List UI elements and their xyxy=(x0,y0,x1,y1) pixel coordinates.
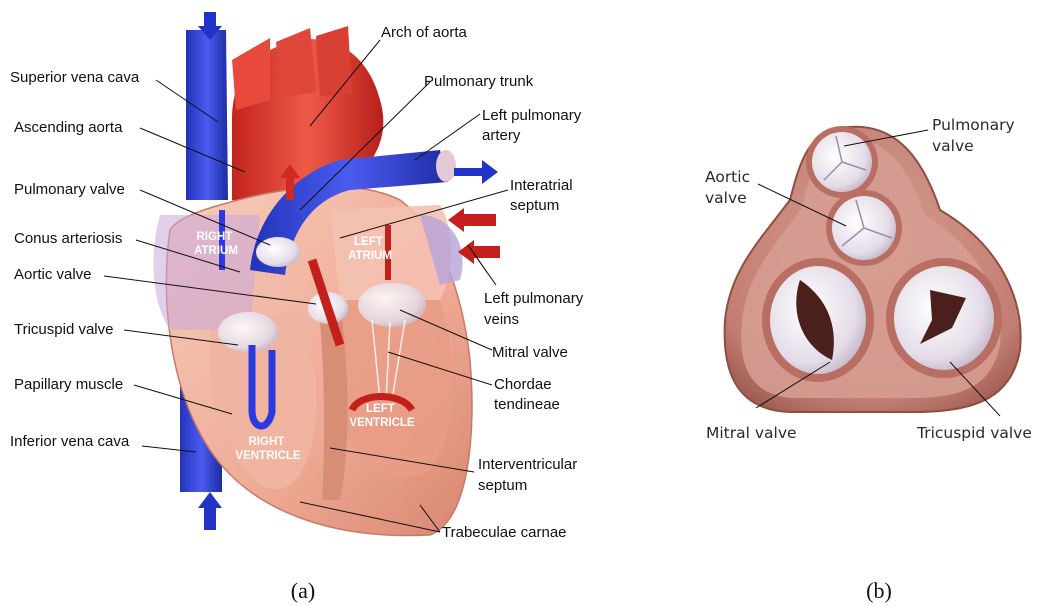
label-b-aortic-valve: Aortic valve xyxy=(705,168,755,207)
valve-plane-illustration xyxy=(725,126,1021,412)
label-interatrial-septum: Interatrial septum xyxy=(510,177,577,214)
label-arch-of-aorta: Arch of aorta xyxy=(381,24,468,41)
label-superior-vena-cava: Superior vena cava xyxy=(10,69,140,86)
arrow-red-vein-1 xyxy=(448,208,496,232)
label-b-mitral-valve: Mitral valve xyxy=(706,424,797,442)
label-ascending-aorta: Ascending aorta xyxy=(14,119,123,136)
mitral-valve-shape xyxy=(358,283,426,327)
label-pulmonary-trunk: Pulmonary trunk xyxy=(424,73,534,90)
label-pulmonary-valve: Pulmonary valve xyxy=(14,181,125,198)
tricuspid-valve-shape xyxy=(218,312,278,352)
label-left-pulmonary-veins: Left pulmonary veins xyxy=(484,290,587,328)
aortic-branch-3 xyxy=(316,26,352,96)
label-conus-arteriosis: Conus arteriosis xyxy=(14,230,122,247)
label-interventricular-septum: Interventricular septum xyxy=(478,456,581,494)
label-chordae-tendineae: Chordae tendineae xyxy=(494,376,560,413)
arrow-blue-pulm-out xyxy=(454,160,498,184)
label-b-tricuspid-valve: Tricuspid valve xyxy=(916,424,1032,442)
label-inferior-vena-cava: Inferior vena cava xyxy=(10,433,130,450)
label-left-pulmonary-artery: Left pulmonary artery xyxy=(482,107,585,144)
arrow-blue-ivc xyxy=(198,492,222,530)
caption-b: (b) xyxy=(866,578,892,603)
label-b-pulmonary-valve: Pulmonary valve xyxy=(932,116,1020,155)
label-papillary-muscle: Papillary muscle xyxy=(14,376,123,393)
heart-illustration: RIGHT ATRIUM LEFT ATRIUM RIGHT VENTRICLE… xyxy=(153,12,500,536)
aortic-branch-2 xyxy=(276,28,316,98)
label-trabeculae-carnae: Trabeculae carnae xyxy=(442,524,567,541)
label-tricuspid-valve: Tricuspid valve xyxy=(14,321,113,338)
label-mitral-valve: Mitral valve xyxy=(492,344,568,361)
caption-a: (a) xyxy=(291,578,315,603)
aortic-branch-1 xyxy=(232,38,270,110)
left-pulmonary-artery-opening xyxy=(436,150,456,182)
label-aortic-valve: Aortic valve xyxy=(14,266,92,283)
panel-a-left-labels: Superior vena cava Ascending aorta Pulmo… xyxy=(10,69,140,450)
